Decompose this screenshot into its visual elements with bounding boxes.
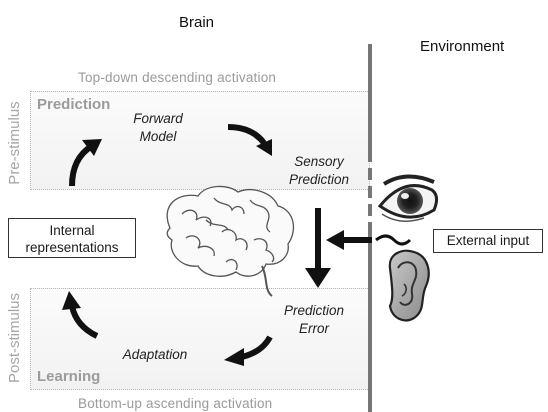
- sensory-prediction-line1: Sensory: [294, 154, 344, 169]
- prediction-error-line1: Prediction: [283, 303, 345, 318]
- environment-header: Environment: [420, 38, 505, 55]
- forward-model-label: Forward Model: [118, 110, 198, 146]
- sensory-prediction-line2: Prediction: [288, 172, 350, 187]
- top-down-caption: Top-down descending activation: [78, 70, 277, 85]
- down-arrow-icon: [305, 208, 331, 288]
- curved-arrow-icon: [224, 335, 273, 366]
- curved-arrow-icon: [69, 139, 102, 187]
- internal-line1: Internal: [49, 223, 95, 238]
- learning-title: Learning: [37, 368, 101, 385]
- curved-arrow-icon: [62, 291, 99, 339]
- bottom-up-caption: Bottom-up ascending activation: [78, 396, 273, 411]
- curved-arrow-icon: [227, 124, 272, 156]
- internal-line2: representations: [25, 240, 119, 255]
- prediction-error-label: Prediction Error: [274, 302, 354, 338]
- external-input-box: External input: [433, 229, 543, 253]
- eye-icon: [377, 174, 439, 222]
- wavy-arrow-icon: [326, 230, 412, 250]
- brain-header: Brain: [179, 14, 215, 31]
- internal-representations-box: Internal representations: [8, 218, 136, 258]
- post-stimulus-panel: [30, 288, 370, 390]
- brain-icon: [166, 185, 295, 297]
- prediction-title: Prediction: [37, 96, 111, 113]
- sensory-prediction-label: Sensory Prediction: [279, 153, 359, 189]
- adaptation-label: Adaptation: [122, 347, 188, 362]
- forward-model-line1: Forward: [133, 111, 183, 126]
- prediction-error-line2: Error: [299, 321, 329, 336]
- ear-icon: [388, 249, 430, 322]
- forward-model-line2: Model: [139, 129, 177, 144]
